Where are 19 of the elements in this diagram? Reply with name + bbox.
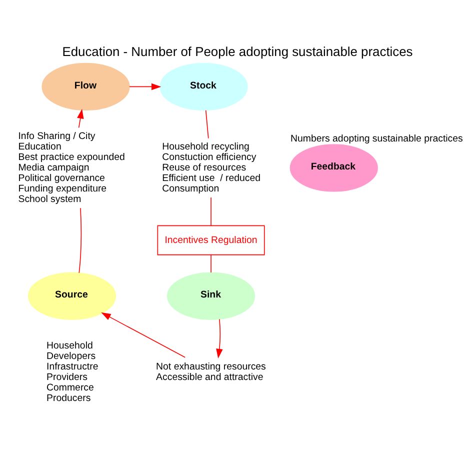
node-box: Incentives Regulation [157, 225, 265, 256]
node-ellipse: Flow [42, 62, 130, 111]
connector [210, 197, 212, 226]
connector [205, 110, 209, 139]
node-ellipse: Stock [160, 62, 248, 111]
connector [210, 254, 212, 273]
arrow [129, 83, 162, 90]
arrow [216, 318, 223, 359]
diagram-title: Education - Number of People adopting sustainable practices [62, 44, 413, 59]
connector [78, 208, 82, 274]
node-text: Info Sharing / City Education Best practice expounded Media campaign Political governance Funding expenditure School system [18, 130, 125, 205]
node-text: Household recycling Constuction efficiency Reuse of resources Efficient use / reduced Consumption [162, 141, 261, 194]
arrow [77, 108, 84, 128]
node-ellipse: Sink [166, 272, 256, 320]
node-text: Household Developers Infrastructre Providers Commerce Producers [46, 340, 98, 404]
arrow [101, 312, 186, 358]
node-label: Numbers adopting sustainable practices [290, 134, 463, 145]
node-text: Not exhausting resources Accessible and attractive [156, 361, 266, 383]
node-ellipse: Feedback [290, 144, 378, 192]
